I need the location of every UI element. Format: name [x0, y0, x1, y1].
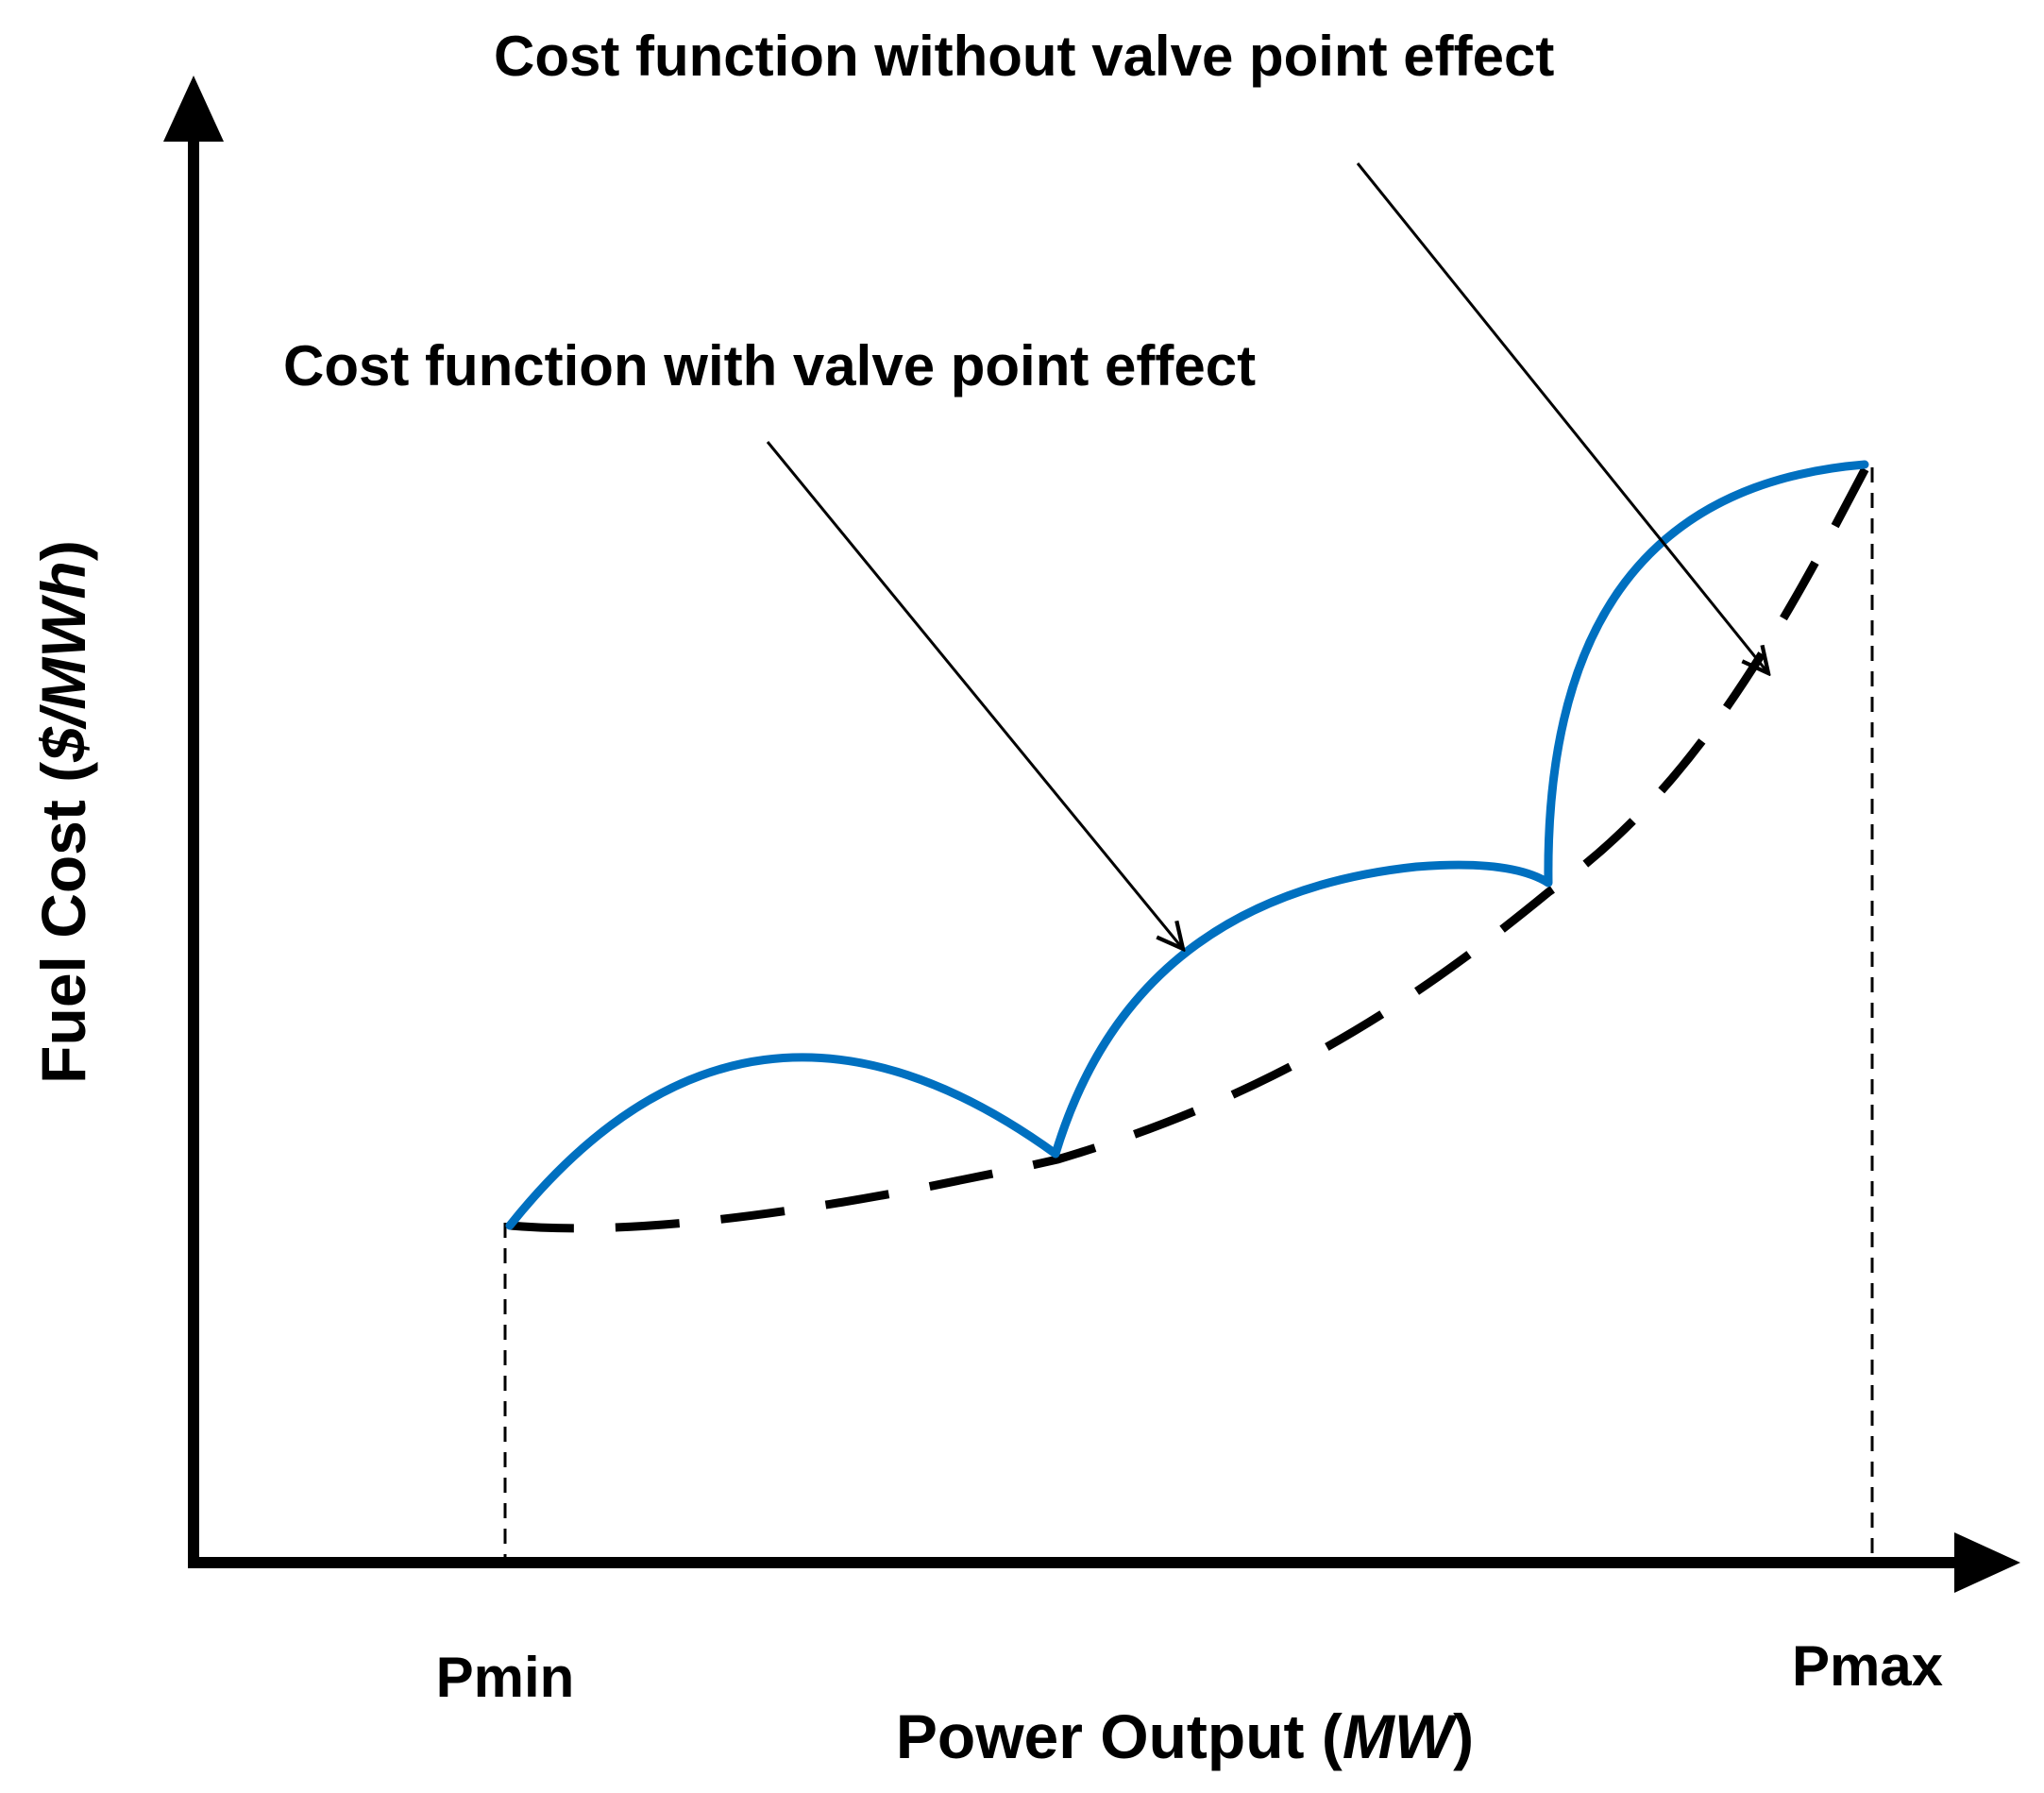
pointer-arrow-with-valve — [766, 441, 1183, 949]
pmax-label: Pmax — [1792, 1634, 1943, 1698]
pointer-arrow-without-valve — [1356, 162, 1768, 673]
x-axis-title-close: ) — [1453, 1701, 1474, 1771]
x-axis-arrowhead — [1954, 1532, 2020, 1593]
curve-with-valve-point — [505, 460, 1869, 1230]
x-axis-title-main: Power Output ( — [896, 1701, 1343, 1771]
y-axis-title-main: Fuel Cost ( — [28, 762, 98, 1084]
x-axis-title-unit: MW — [1343, 1701, 1458, 1771]
y-axis-title: Fuel Cost ($/MWh) — [28, 540, 98, 1084]
annotation-without-valve: Cost function without valve point effect — [494, 25, 1554, 88]
y-axis-title-close: ) — [28, 540, 98, 561]
curve-without-valve-point — [509, 462, 1871, 1233]
pmin-label: Pmin — [436, 1646, 575, 1709]
y-axis-arrowhead — [163, 76, 224, 142]
y-axis-title-unit: $/MWh — [28, 561, 98, 763]
annotation-with-valve: Cost function with valve point effect — [283, 334, 1256, 398]
x-axis-title: Power Output (MW) — [896, 1701, 1474, 1771]
